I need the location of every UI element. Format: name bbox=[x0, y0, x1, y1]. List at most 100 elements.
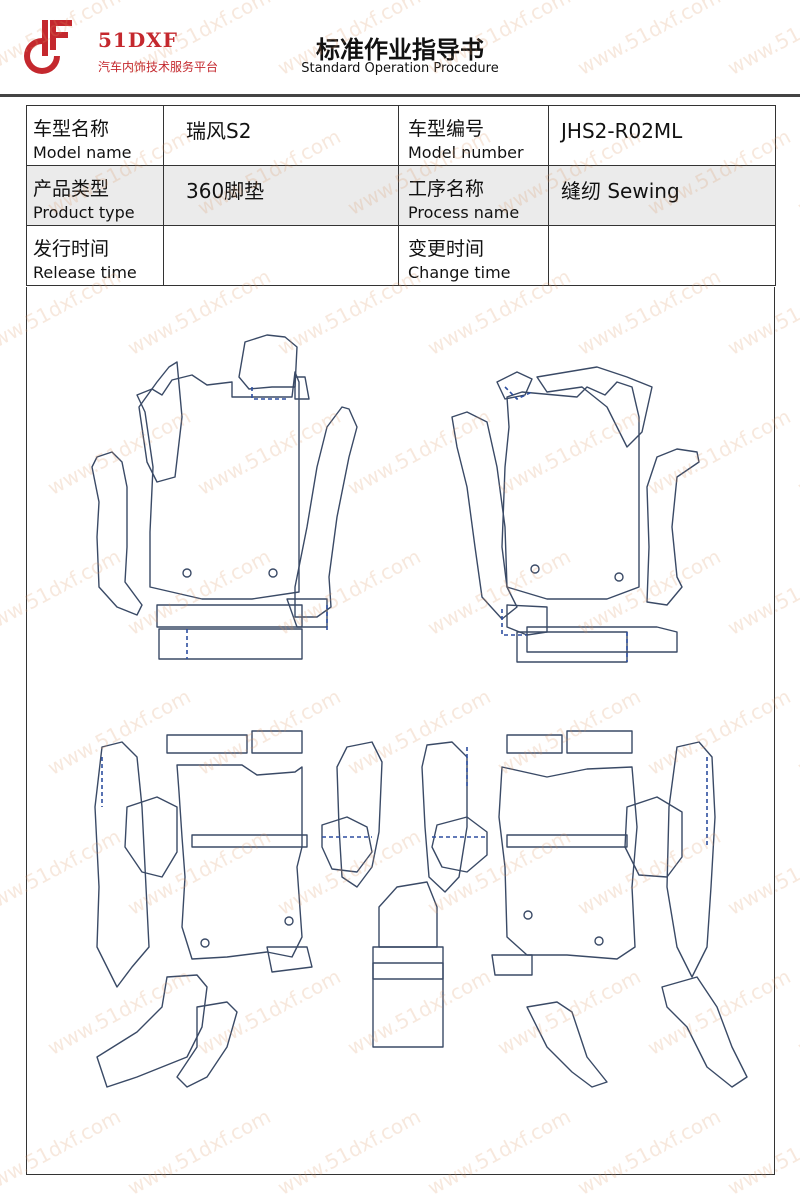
rear-left-heel-box bbox=[266, 946, 313, 973]
rear-left-mat-group bbox=[94, 730, 383, 1088]
rear-right-top-strip-1 bbox=[506, 734, 563, 754]
rear-left-kick-strip bbox=[176, 1001, 238, 1088]
stitch-line-front-right-top bbox=[504, 386, 533, 400]
front-left-anchor-hole-1 bbox=[182, 568, 192, 578]
rear-left-floor-lower bbox=[96, 974, 208, 1088]
front-left-tall-strip bbox=[294, 406, 358, 618]
logo-text: 51DXF bbox=[98, 28, 178, 52]
change-time-value-cell bbox=[548, 225, 776, 286]
model-name-value-cell: 瑞风S2 bbox=[163, 105, 399, 166]
model-number-value: JHS2-R02ML bbox=[561, 119, 683, 143]
page-subtitle: Standard Operation Procedure bbox=[301, 61, 499, 76]
process-name-value-cell: 缝纫 Sewing bbox=[548, 165, 776, 226]
rear-right-side-strip bbox=[666, 741, 716, 978]
model-name-label-cell: 车型名称 Model name bbox=[26, 105, 164, 166]
process-name-value: 缝纫 Sewing bbox=[561, 179, 680, 203]
front-right-bottom-strip bbox=[526, 626, 678, 653]
info-row-time: 发行时间 Release time 变更时间 Change time bbox=[26, 225, 776, 286]
logo: 51DXF 汽车内饰技术服务平台 bbox=[20, 18, 250, 78]
front-left-top-small bbox=[294, 376, 310, 400]
watermark-text: www.51dxf.com bbox=[793, 124, 800, 220]
model-name-label-cn: 车型名称 bbox=[33, 118, 110, 140]
rear-right-arch-piece bbox=[624, 796, 683, 878]
rear-left-top-strip-2 bbox=[251, 730, 303, 754]
model-number-label-cell: 车型编号 Model number bbox=[398, 105, 549, 166]
stitch-lines bbox=[101, 386, 708, 847]
front-right-bottom-box bbox=[516, 631, 628, 663]
rear-left-tunnel-bar bbox=[191, 834, 308, 848]
front-left-mat-group bbox=[91, 334, 358, 660]
process-name-label-cn: 工序名称 bbox=[408, 178, 485, 200]
front-left-bottom-box bbox=[158, 628, 303, 660]
rear-right-heel-box bbox=[491, 954, 533, 976]
rear-left-side-strip bbox=[94, 741, 150, 988]
model-number-label-en: Model number bbox=[408, 143, 524, 162]
front-right-bottom-tabs bbox=[506, 604, 548, 636]
product-type-label-cell: 产品类型 Product type bbox=[26, 165, 164, 226]
change-time-label-en: Change time bbox=[408, 263, 511, 282]
center-tunnel-box bbox=[372, 946, 444, 1048]
front-left-main-panel bbox=[136, 371, 300, 600]
floor-mat-pattern-drawing bbox=[91, 334, 748, 1088]
watermark-text: www.51dxf.com bbox=[793, 684, 800, 780]
rear-left-hump bbox=[321, 816, 373, 873]
front-left-heel-flap bbox=[138, 361, 183, 483]
model-number-label-cn: 车型编号 bbox=[408, 118, 485, 140]
release-time-value-cell bbox=[163, 225, 399, 286]
rear-right-hump bbox=[431, 816, 488, 873]
header-divider bbox=[0, 94, 800, 97]
watermark-text: www.51dxf.com bbox=[793, 404, 800, 500]
release-time-label-en: Release time bbox=[33, 263, 137, 282]
process-name-label-en: Process name bbox=[408, 203, 520, 222]
front-right-side-strip bbox=[451, 411, 518, 620]
change-time-label-cell: 变更时间 Change time bbox=[398, 225, 549, 286]
front-left-side-strip bbox=[91, 451, 143, 616]
info-row-product: 产品类型 Product type 360脚垫 工序名称 Process nam… bbox=[26, 165, 776, 226]
front-right-top-flap bbox=[536, 366, 653, 448]
info-table: 车型名称 Model name 瑞风S2 车型编号 Model number J… bbox=[26, 105, 776, 286]
center-tunnel-group bbox=[372, 881, 444, 1048]
front-right-small-top bbox=[496, 371, 533, 400]
rear-left-arch-piece bbox=[124, 796, 178, 878]
rear-right-mat-group bbox=[421, 730, 748, 1088]
rear-left-main-panel bbox=[176, 764, 303, 960]
release-time-label-cell: 发行时间 Release time bbox=[26, 225, 164, 286]
center-tunnel-band bbox=[372, 962, 444, 980]
front-right-mat-group bbox=[451, 366, 700, 663]
front-right-anchor-hole-1 bbox=[530, 564, 540, 574]
rear-left-door-strip bbox=[336, 741, 383, 888]
rear-right-door-strip bbox=[421, 741, 468, 893]
pattern-drawing-area bbox=[26, 287, 775, 1175]
release-time-label-cn: 发行时间 bbox=[33, 238, 110, 260]
change-time-label-cn: 变更时间 bbox=[408, 238, 485, 260]
center-tunnel-top bbox=[378, 881, 438, 948]
logo-mark-icon bbox=[24, 20, 72, 74]
rear-left-top-strip-1 bbox=[166, 734, 248, 754]
rear-right-kick-strip bbox=[526, 1001, 608, 1088]
model-name-label-en: Model name bbox=[33, 143, 132, 162]
model-number-value-cell: JHS2-R02ML bbox=[548, 105, 776, 166]
rear-left-anchor-hole-1 bbox=[200, 938, 210, 948]
rear-right-tunnel-bar bbox=[506, 834, 628, 848]
logo-subtext: 汽车内饰技术服务平台 bbox=[98, 60, 219, 74]
page-title: 标准作业指导书 bbox=[316, 36, 484, 64]
rear-right-top-strip-2 bbox=[566, 730, 633, 754]
info-row-model: 车型名称 Model name 瑞风S2 车型编号 Model number J… bbox=[26, 105, 776, 166]
rear-right-anchor-hole-2 bbox=[594, 936, 604, 946]
model-name-value: 瑞风S2 bbox=[186, 119, 252, 143]
rear-left-anchor-hole-2 bbox=[284, 916, 294, 926]
front-left-bottom-tab bbox=[286, 598, 328, 628]
front-left-anchor-hole-2 bbox=[268, 568, 278, 578]
front-left-top-tab bbox=[238, 334, 298, 390]
front-right-anchor-hole-2 bbox=[614, 572, 624, 582]
product-type-value-cell: 360脚垫 bbox=[163, 165, 399, 226]
product-type-label-cn: 产品类型 bbox=[33, 178, 110, 200]
stitch-line-front-left-top bbox=[251, 387, 289, 400]
product-type-value: 360脚垫 bbox=[186, 179, 265, 203]
rear-right-anchor-hole-1 bbox=[523, 910, 533, 920]
product-type-label-en: Product type bbox=[33, 203, 135, 222]
rear-right-main-panel bbox=[498, 766, 638, 960]
stitch-line-front-right-bottom bbox=[501, 609, 527, 636]
watermark-text: www.51dxf.com bbox=[793, 964, 800, 1060]
process-name-label-cell: 工序名称 Process name bbox=[398, 165, 549, 226]
